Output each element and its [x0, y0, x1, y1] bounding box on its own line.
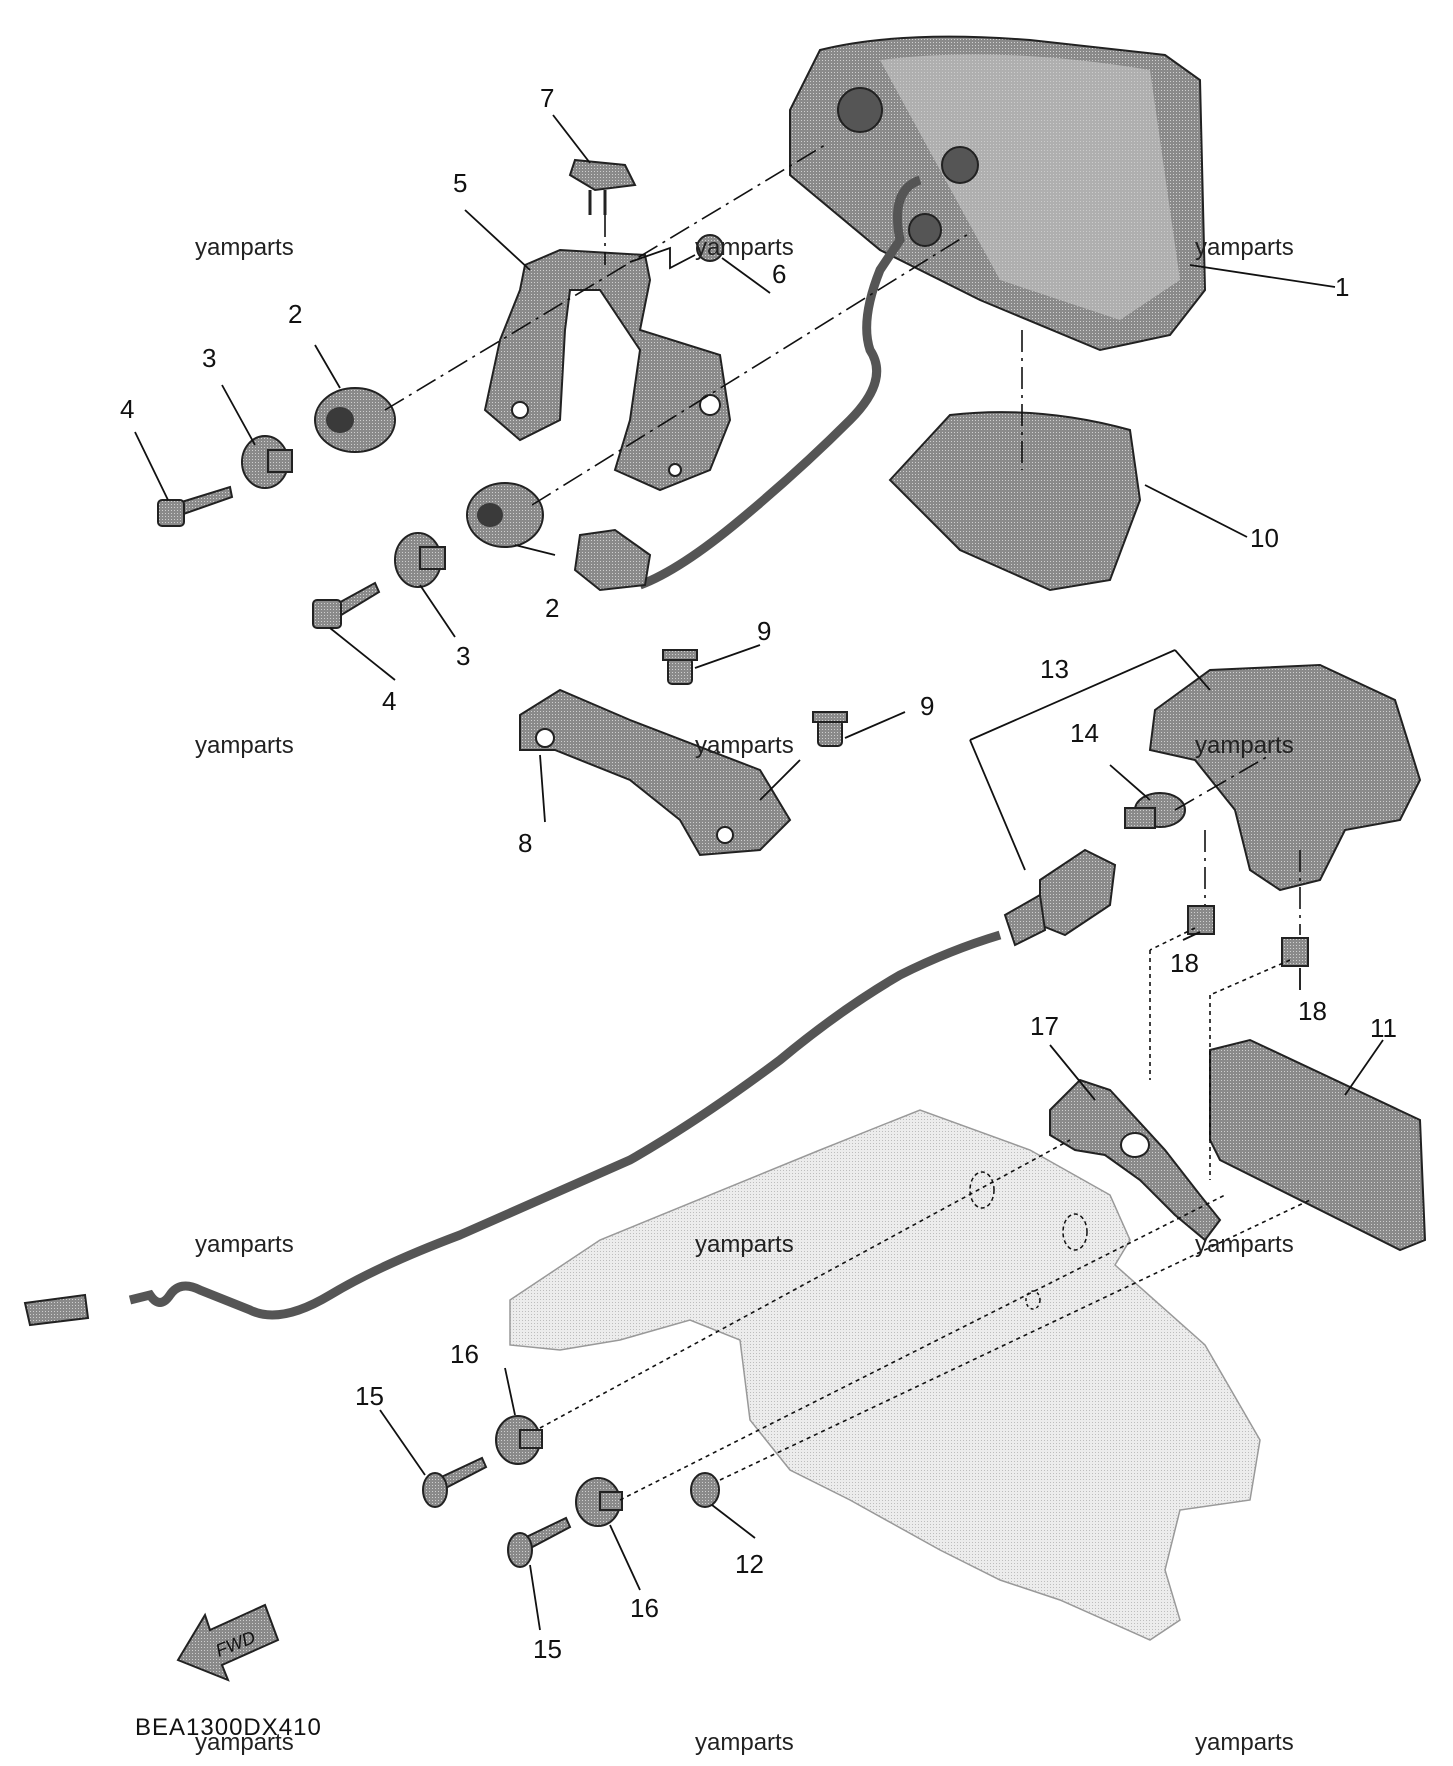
watermark: yamparts — [695, 732, 794, 759]
callout-9-upper: 9 — [757, 616, 771, 646]
callout-13: 13 — [1040, 654, 1069, 684]
part-13-license-light — [1148, 663, 1422, 892]
part-11-reflector — [1209, 1038, 1427, 1252]
part-1-tail-light — [789, 35, 1207, 352]
callout-15-upper: 15 — [355, 1381, 384, 1411]
part-3-collar-lower — [394, 532, 446, 588]
part-8-plate-bracket — [519, 688, 792, 857]
part-4-bolt-lower — [312, 581, 381, 629]
callout-17: 17 — [1030, 1011, 1059, 1041]
watermark: yamparts — [695, 1729, 794, 1756]
part-9-clip-upper — [662, 649, 698, 685]
fwd-arrow-icon: FWD — [176, 1603, 280, 1682]
license-light-harness — [128, 930, 1002, 1320]
diagram-code: BEA1300DX410 — [135, 1714, 322, 1741]
watermarks: yamparts yamparts yamparts yamparts yamp… — [195, 234, 1294, 1756]
watermark: yamparts — [695, 1231, 794, 1258]
watermark: yamparts — [695, 234, 794, 261]
callout-11: 11 — [1370, 1013, 1397, 1043]
license-light-harness-end — [23, 1293, 90, 1327]
part-3-collar-upper — [241, 435, 293, 489]
guide-lines — [384, 144, 1311, 1501]
watermark: yamparts — [1195, 1729, 1294, 1756]
part-16-collar-lower — [575, 1477, 623, 1527]
callout-18-lower: 18 — [1298, 996, 1327, 1026]
watermark: yamparts — [195, 234, 294, 261]
part-16-collar-upper — [495, 1415, 543, 1465]
part-18-grommet-lower — [1281, 937, 1309, 967]
callout-2-upper: 2 — [288, 299, 302, 329]
callout-labels: 1 2 2 3 3 4 4 5 6 7 8 9 9 10 11 12 13 14… — [120, 83, 1397, 1664]
callout-1: 1 — [1335, 272, 1349, 302]
watermark: yamparts — [1195, 234, 1294, 261]
watermark: yamparts — [1195, 1231, 1294, 1258]
part-2-damper-upper — [314, 387, 396, 453]
callout-10: 10 — [1250, 523, 1279, 553]
part-9-clip-lower — [812, 711, 848, 747]
callout-14: 14 — [1070, 718, 1099, 748]
callout-16-lower: 16 — [630, 1593, 659, 1623]
part-15-bolt-lower — [507, 1516, 572, 1568]
callout-18-upper: 18 — [1170, 948, 1199, 978]
part-2-damper-lower — [466, 482, 544, 548]
part-6-nut — [696, 234, 724, 262]
callout-4-lower: 4 — [382, 686, 396, 716]
watermark: yamparts — [1195, 732, 1294, 759]
callout-9-lower: 9 — [920, 691, 934, 721]
callout-15-lower: 15 — [533, 1634, 562, 1664]
watermark: yamparts — [195, 1231, 294, 1258]
tail-light-connector — [573, 528, 652, 592]
callout-3-lower: 3 — [456, 641, 470, 671]
part-17-stay — [1049, 1078, 1222, 1242]
part-5-bracket — [483, 248, 732, 492]
callout-4-upper: 4 — [120, 394, 134, 424]
license-light-connector — [1003, 848, 1117, 947]
callout-6: 6 — [772, 259, 786, 289]
callout-5: 5 — [453, 168, 467, 198]
callout-2-lower: 2 — [545, 593, 559, 623]
tail-light-harness — [638, 175, 922, 590]
watermark: yamparts — [195, 732, 294, 759]
callout-16-upper: 16 — [450, 1339, 479, 1369]
watermark: yamparts — [195, 1729, 294, 1756]
part-4-bolt-upper — [157, 485, 234, 527]
callout-8: 8 — [518, 828, 532, 858]
part-14-bulb — [1124, 792, 1186, 829]
rear-fender — [509, 1109, 1261, 1641]
leader-lines — [134, 114, 1384, 1631]
callout-7: 7 — [540, 83, 554, 113]
part-18-grommet-upper — [1187, 905, 1215, 935]
callout-12: 12 — [735, 1549, 764, 1579]
part-7-clip — [568, 158, 637, 215]
callout-3-upper: 3 — [202, 343, 216, 373]
part-12-nut — [690, 1472, 720, 1508]
part-10-lens — [888, 411, 1142, 592]
part-15-bolt-upper — [422, 1456, 488, 1508]
